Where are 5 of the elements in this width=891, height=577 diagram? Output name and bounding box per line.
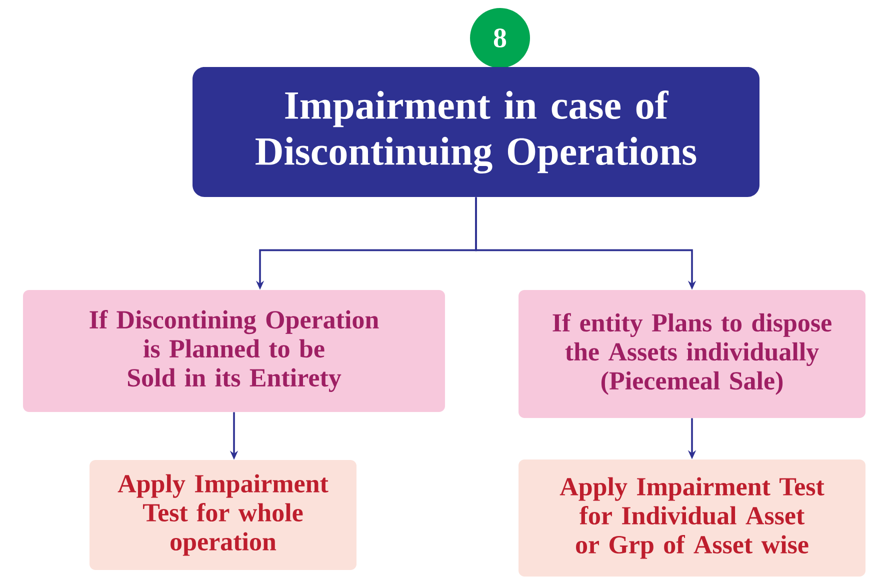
condition-box: If entity Plans to dispose the Assets individually (Piecemeal Sale) <box>518 290 866 418</box>
condition-box: If Discontining Operation is Planned to be Sold in its Entirety <box>23 290 445 412</box>
result-box: Apply Impairment Test for whole operation <box>90 460 356 570</box>
title-box: Impairment in case of Discontinuing Operations <box>192 67 760 197</box>
result-box: Apply Impairment Test for Individual Asset or Grp of Asset wise <box>518 460 866 576</box>
